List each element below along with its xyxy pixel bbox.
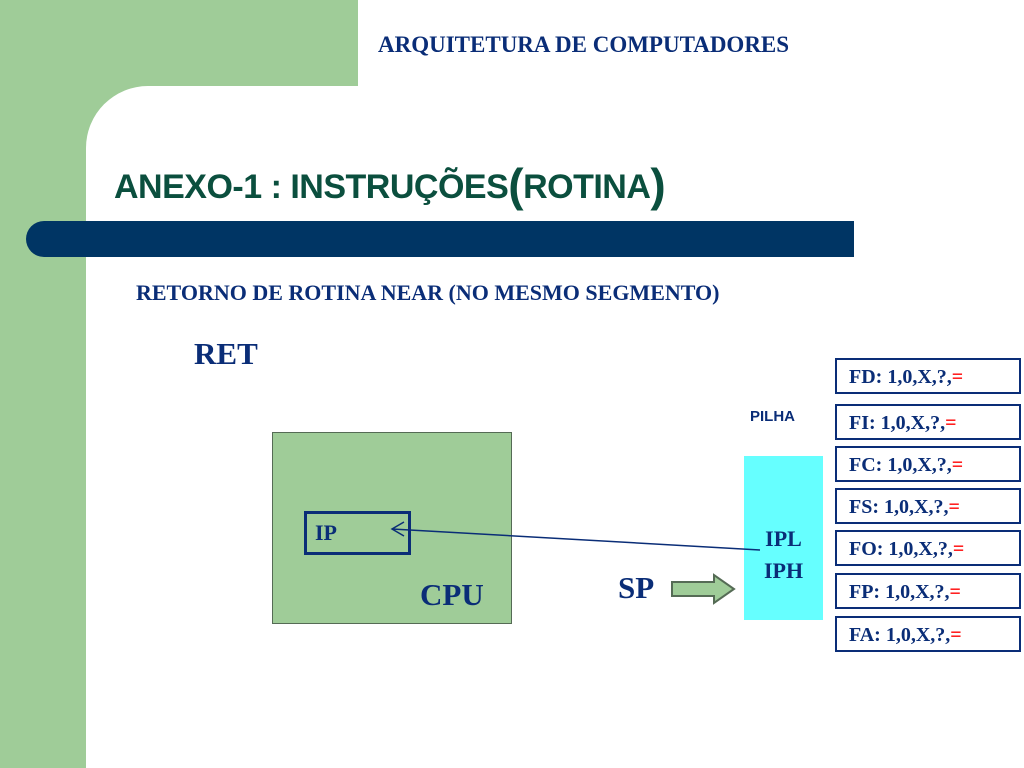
instruction-label: RET [194,336,258,371]
title-underline-bar [26,221,854,257]
flag-fc: FC: 1,0,X,?,= [835,446,1021,482]
slide-title-inner: ROTINA [523,168,651,206]
flag-fo-text: FO: 1,0,X,?, [849,538,953,560]
stack-entry-ipl: IPL [765,526,802,551]
background-green-strip [0,0,86,768]
ip-register-label: IP [315,520,337,545]
subtitle: RETORNO DE ROTINA NEAR (NO MESMO SEGMENT… [136,280,720,305]
slide-title-close-paren: ) [650,159,666,211]
flag-fp: FP: 1,0,X,?,= [835,573,1021,609]
flag-fo: FO: 1,0,X,?,= [835,530,1021,566]
slide-title-open-paren: ( [508,159,524,211]
flag-fi: FI: 1,0,X,?,= [835,404,1021,440]
slide-title-main: ANEXO-1 : INSTRUÇÕES [114,168,509,206]
flag-fi-equals: = [945,412,957,434]
flag-fs-text: FS: 1,0,X,?, [849,496,949,518]
sp-label: SP [618,570,655,605]
flag-fp-equals: = [949,581,961,603]
stack-entry-iph: IPH [763,558,804,583]
flag-fs-equals: = [948,496,960,518]
flag-fc-equals: = [951,454,964,476]
flag-fa-text: FA: 1,0,X,?, [849,624,951,646]
stack-box [744,456,823,620]
flag-fo-equals: = [952,538,965,560]
cpu-box [272,432,512,624]
flag-fi-text: FI: 1,0,X,?, [849,412,946,434]
flag-fd: FD: 1,0,X,?,= [835,358,1021,394]
flag-fa: FA: 1,0,X,?,= [835,616,1021,652]
slide-title: ANEXO-1 : INSTRUÇÕES(ROTINA) [114,158,666,212]
sp-pointer-arrow-icon [671,573,736,605]
ip-register-box [304,511,411,555]
stack-label: PILHA [750,408,795,425]
cpu-label: CPU [420,577,484,612]
flag-fd-equals: = [951,366,964,388]
flag-fd-text: FD: 1,0,X,?, [849,366,952,388]
flag-fa-equals: = [950,624,962,646]
flag-fp-text: FP: 1,0,X,?, [849,581,950,603]
flag-fs: FS: 1,0,X,?,= [835,488,1021,524]
flag-fc-text: FC: 1,0,X,?, [849,454,952,476]
course-title: ARQUITETURA DE COMPUTADORES [378,32,790,57]
